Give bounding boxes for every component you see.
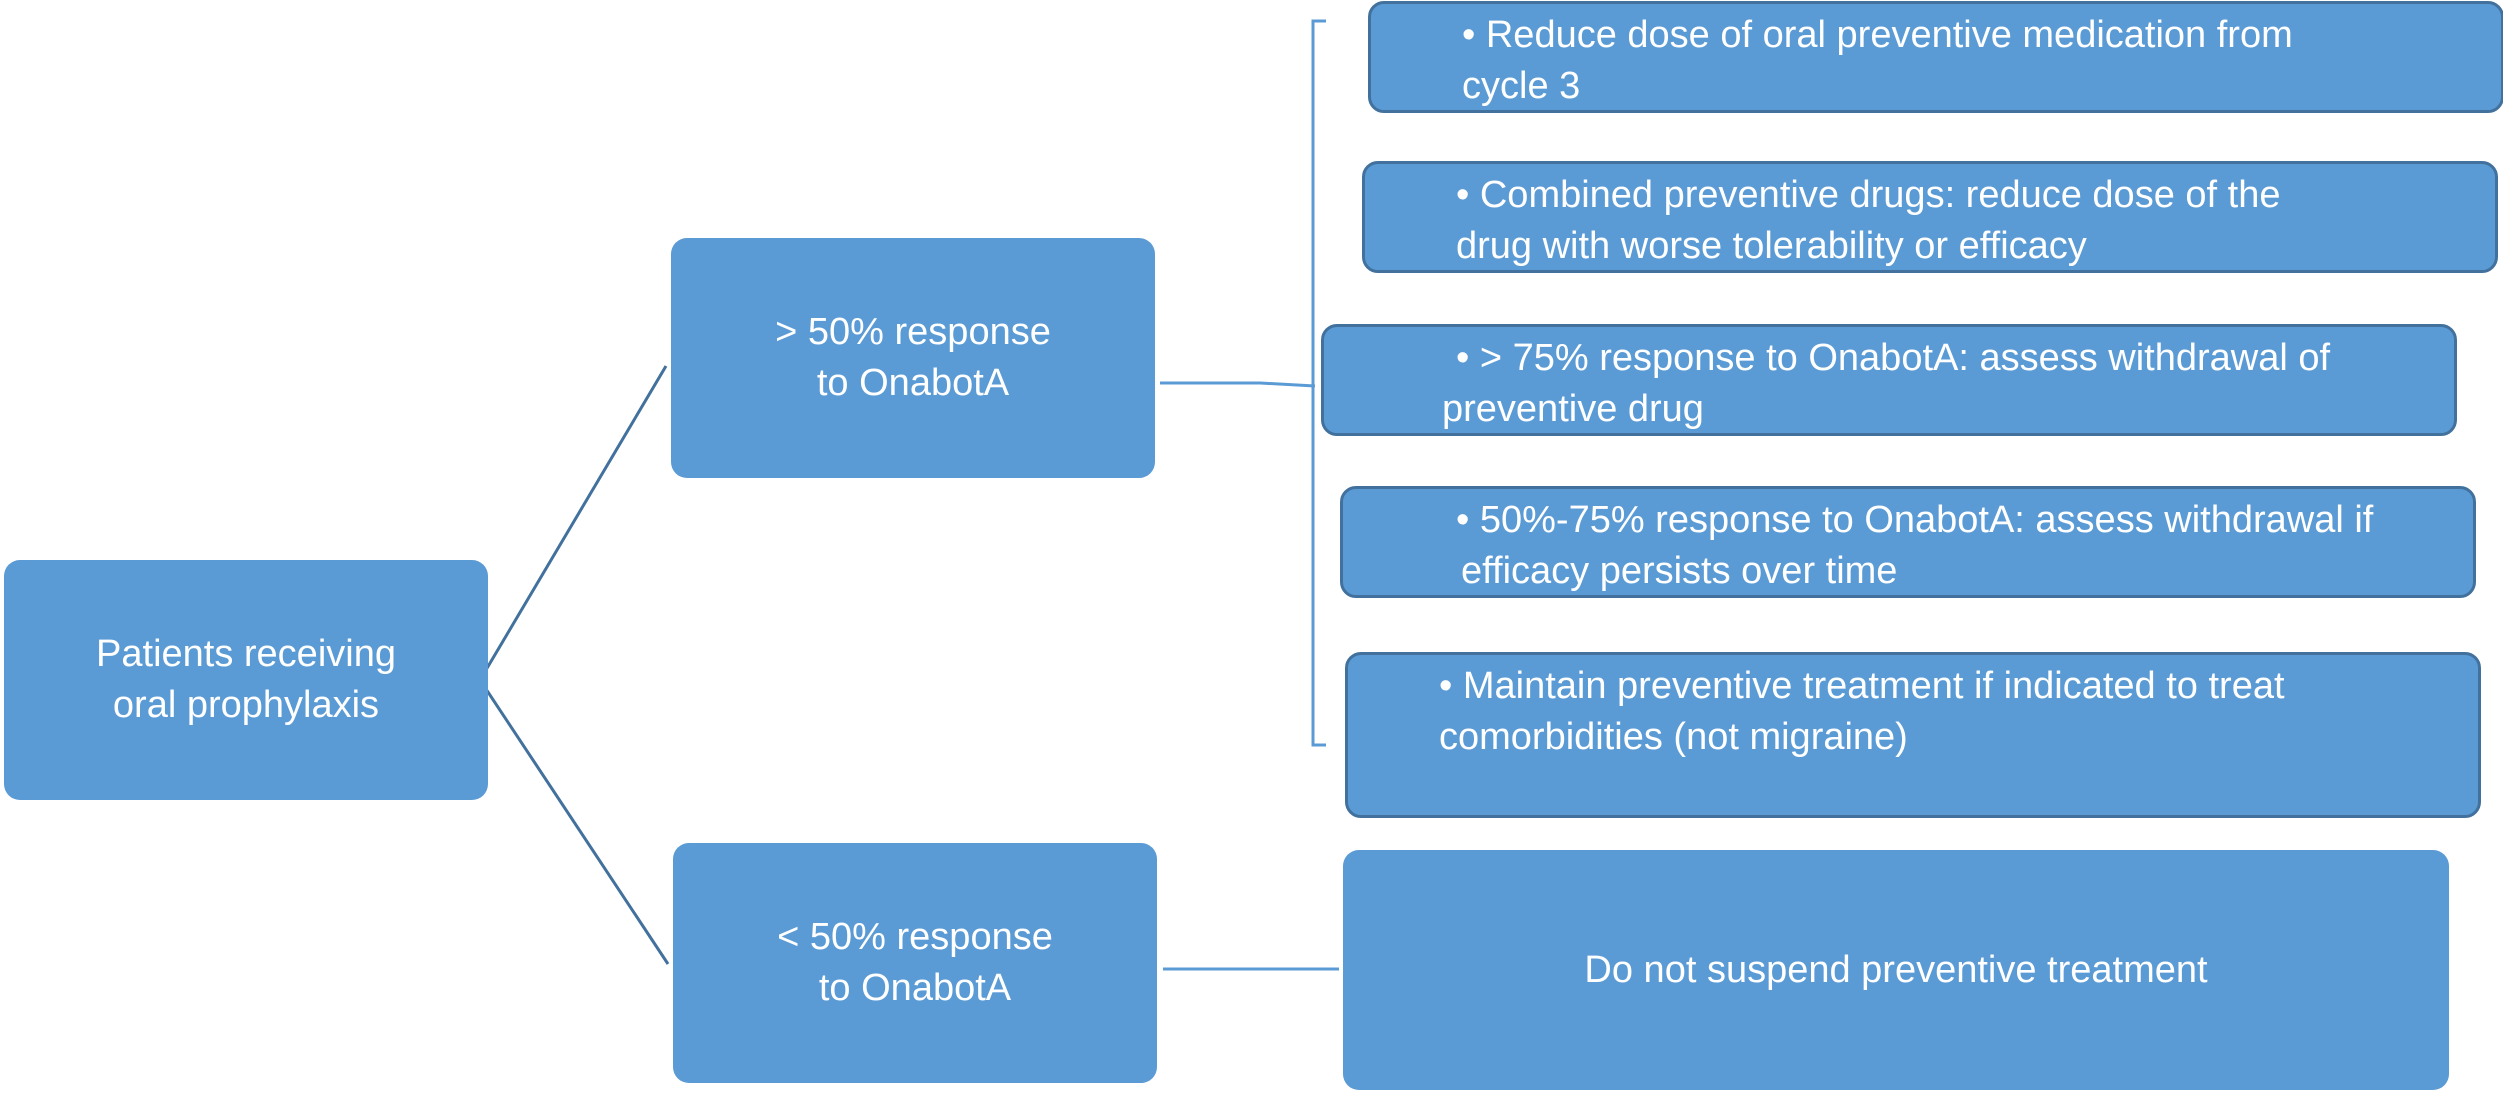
action-line: • Reduce dose of oral preventive medicat…	[1462, 14, 2293, 56]
action-line: • Combined preventive drugs: reduce dose…	[1456, 174, 2281, 216]
action-reduce-dose: • Reduce dose of oral preventive medicat…	[1368, 1, 2503, 113]
node-high-label: > 50% response to OnabotA	[775, 311, 1051, 404]
action-over-75-response: • > 75% response to OnabotA: assess with…	[1321, 324, 2457, 436]
node-low-response: < 50% response to OnabotA	[673, 843, 1157, 1083]
action-50-75-response: • 50%-75% response to OnabotA: assess wi…	[1340, 486, 2476, 598]
node-root-label: Patients receiving oral prophylaxis	[96, 633, 396, 726]
action-line: comorbidities (not migraine)	[1439, 716, 1908, 758]
node-keep-label: Do not suspend preventive treatment	[1584, 948, 2208, 991]
action-maintain-treatment: • Maintain preventive treatment if indic…	[1345, 652, 2481, 818]
connector-root-to-high	[478, 365, 668, 681]
action-line: • 50%-75% response to OnabotA: assess wi…	[1456, 499, 2374, 541]
action-line: preventive drug	[1442, 388, 1704, 430]
node-patients-oral-prophylaxis: Patients receiving oral prophylaxis	[4, 560, 488, 800]
node-low-label: < 50% response to OnabotA	[777, 916, 1053, 1009]
action-line: efficacy persists over time	[1461, 550, 1898, 592]
node-do-not-suspend: Do not suspend preventive treatment	[1343, 850, 2449, 1090]
connector-root-to-low	[478, 679, 670, 965]
action-line: cycle 3	[1462, 65, 1581, 107]
action-line: drug with worse tolerability or efficacy	[1456, 225, 2087, 267]
action-line: • Maintain preventive treatment if indic…	[1439, 665, 2285, 707]
action-combined-drugs: • Combined preventive drugs: reduce dose…	[1362, 161, 2498, 273]
action-line: • > 75% response to OnabotA: assess with…	[1456, 337, 2331, 379]
node-high-response: > 50% response to OnabotA	[671, 238, 1155, 478]
connector-high-to-bracket	[1160, 381, 1316, 388]
bracket	[1311, 19, 1326, 747]
